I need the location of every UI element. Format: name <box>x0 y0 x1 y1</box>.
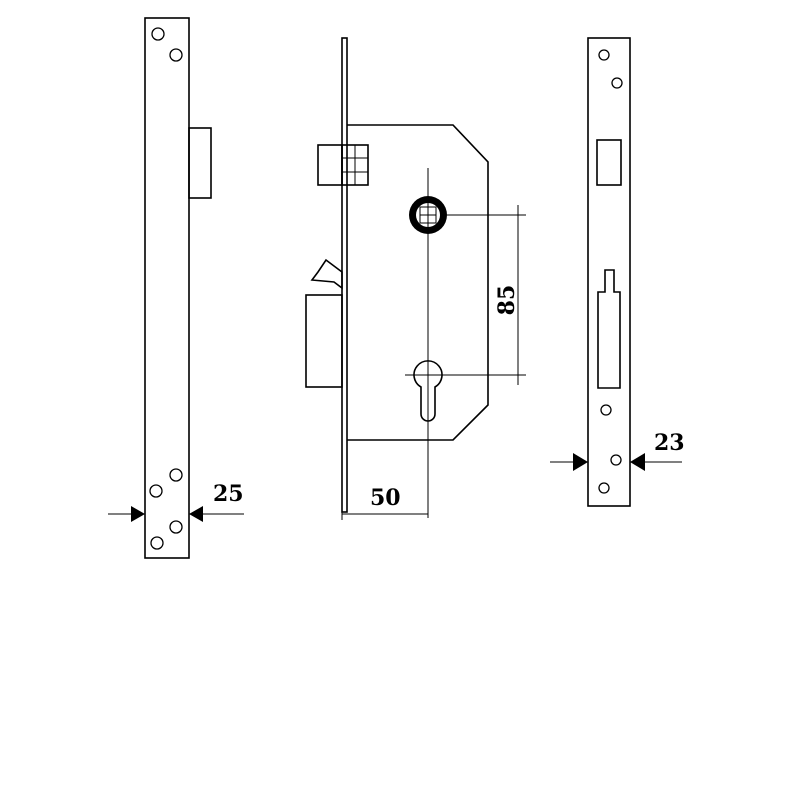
faceplate-screw-hole <box>150 536 164 550</box>
cylinder-cutout <box>413 360 443 422</box>
deadlatch-trigger <box>310 258 343 290</box>
lock-case-outline <box>347 124 489 441</box>
strike-screw-hole <box>610 454 622 466</box>
strike-dim-arrow-right <box>630 453 645 471</box>
strike-bolt-opening <box>597 269 621 389</box>
center-distance-label: 85 <box>494 285 520 316</box>
faceplate-view: 25 <box>108 17 244 559</box>
strike-plate-outline <box>587 37 631 507</box>
faceplate-latch-tab <box>188 127 212 199</box>
faceplate-width-label: 25 <box>213 481 244 507</box>
faceplate-screw-hole <box>169 48 183 62</box>
strike-screw-hole <box>611 77 623 89</box>
faceplate-screw-hole <box>169 468 183 482</box>
strike-plate-view: 23 <box>550 37 685 507</box>
faceplate-outline <box>144 17 190 559</box>
latch-bolt <box>317 144 369 186</box>
faceplate-screw-hole <box>169 520 183 534</box>
lock-body-view: 85 50 <box>305 37 526 520</box>
backset-label: 50 <box>370 485 401 511</box>
strike-latch-opening <box>596 139 622 186</box>
strike-screw-hole <box>598 49 610 61</box>
strike-width-label: 23 <box>654 430 685 456</box>
faceplate-screw-hole <box>149 484 163 498</box>
strike-screw-hole <box>598 482 610 494</box>
strike-dim-arrow-left <box>573 453 588 471</box>
strike-screw-hole <box>600 404 612 416</box>
faceplate-dim-arrow-right <box>189 506 203 522</box>
faceplate-dim-arrow-left <box>131 506 145 522</box>
faceplate-screw-hole <box>151 27 165 41</box>
deadbolt <box>305 294 343 388</box>
